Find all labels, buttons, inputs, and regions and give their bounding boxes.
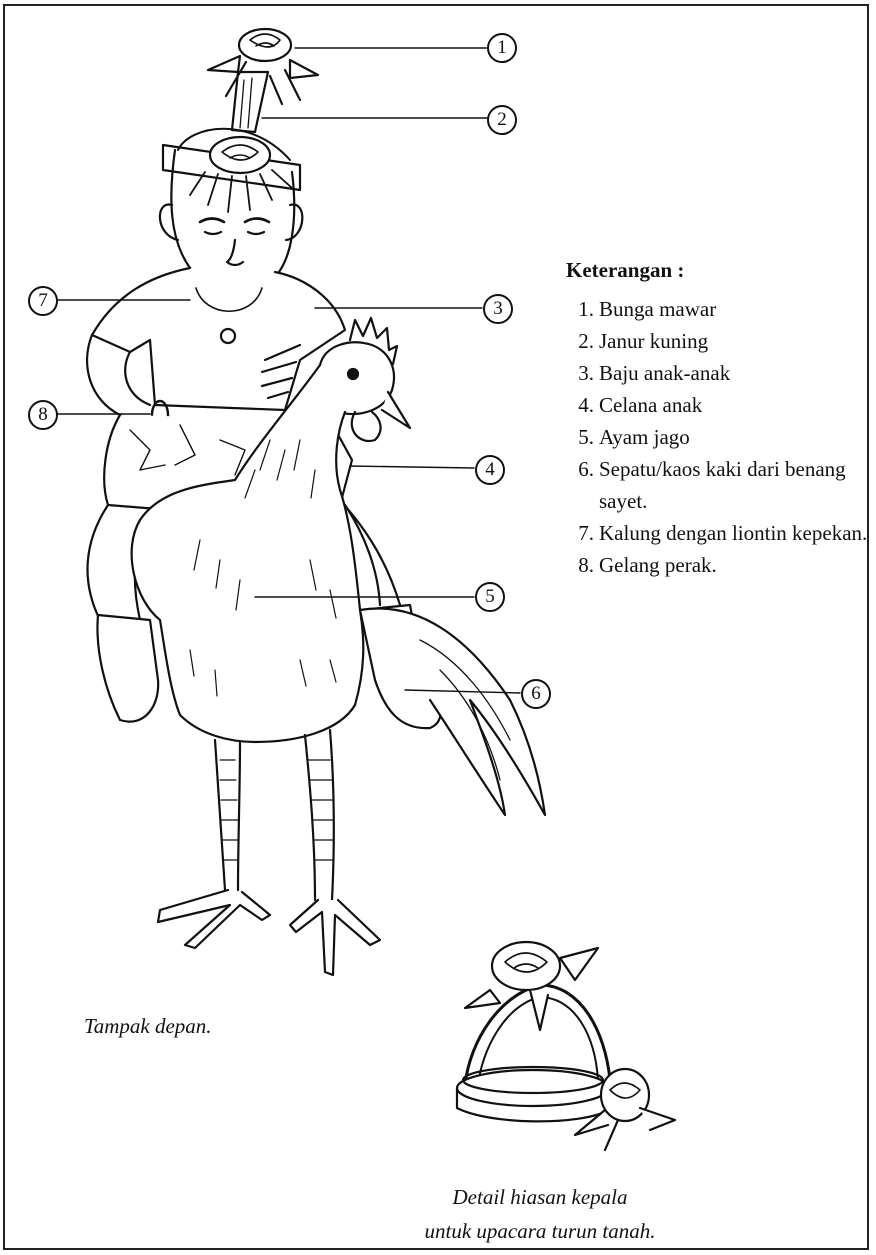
legend-item-text: Celana anak [599, 389, 872, 421]
caption-detail-line-2: untuk upacara turun tanah. [330, 1214, 750, 1248]
legend-item-number: 6. [560, 453, 599, 517]
legend-title: Keterangan : [566, 258, 872, 283]
callout-8: 8 [28, 400, 58, 430]
legend-item-number: 2. [560, 325, 599, 357]
headdress-detail [457, 942, 675, 1150]
headdress [163, 29, 318, 212]
legend-item-number: 8. [560, 549, 599, 581]
legend-item-text: Janur kuning [599, 325, 872, 357]
legend-item: 5.Ayam jago [560, 421, 872, 453]
legend-item: 7.Kalung dengan liontin kepekan. [560, 517, 872, 549]
legend-item-number: 3. [560, 357, 599, 389]
legend-list: 1.Bunga mawar 2.Janur kuning 3.Baju anak… [560, 293, 872, 581]
legend: Keterangan : 1.Bunga mawar 2.Janur kunin… [560, 258, 872, 581]
callout-5: 5 [475, 582, 505, 612]
legend-item: 6.Sepatu/kaos kaki dari benang sayet. [560, 453, 872, 517]
callout-3: 3 [483, 294, 513, 324]
rose-flower-icon [239, 29, 291, 61]
legend-item-number: 1. [560, 293, 599, 325]
legend-item: 1.Bunga mawar [560, 293, 872, 325]
callout-4: 4 [475, 455, 505, 485]
legend-item-text: Bunga mawar [599, 293, 872, 325]
callout-7: 7 [28, 286, 58, 316]
rose-flower-icon [601, 1069, 649, 1121]
legend-item-text: Ayam jago [599, 421, 872, 453]
legend-item: 2.Janur kuning [560, 325, 872, 357]
legend-item-number: 5. [560, 421, 599, 453]
legend-item-text: Gelang perak. [599, 549, 872, 581]
callout-6: 6 [521, 679, 551, 709]
legend-item-text: Sepatu/kaos kaki dari benang sayet. [599, 453, 872, 517]
caption-detail-line-1: Detail hiasan kepala [330, 1180, 750, 1214]
legend-item: 3.Baju anak-anak [560, 357, 872, 389]
legend-item: 4.Celana anak [560, 389, 872, 421]
legend-item-text: Baju anak-anak [599, 357, 872, 389]
legend-item-text: Kalung dengan liontin kepekan. [599, 517, 872, 549]
callout-1: 1 [487, 33, 517, 63]
rose-flower-icon [492, 942, 560, 990]
legend-item-number: 7. [560, 517, 599, 549]
rooster [132, 318, 545, 975]
caption-detail: Detail hiasan kepala untuk upacara turun… [330, 1180, 750, 1248]
legend-item: 8.Gelang perak. [560, 549, 872, 581]
legend-item-number: 4. [560, 389, 599, 421]
callout-2: 2 [487, 105, 517, 135]
caption-front-view: Tampak depan. [84, 1014, 212, 1039]
